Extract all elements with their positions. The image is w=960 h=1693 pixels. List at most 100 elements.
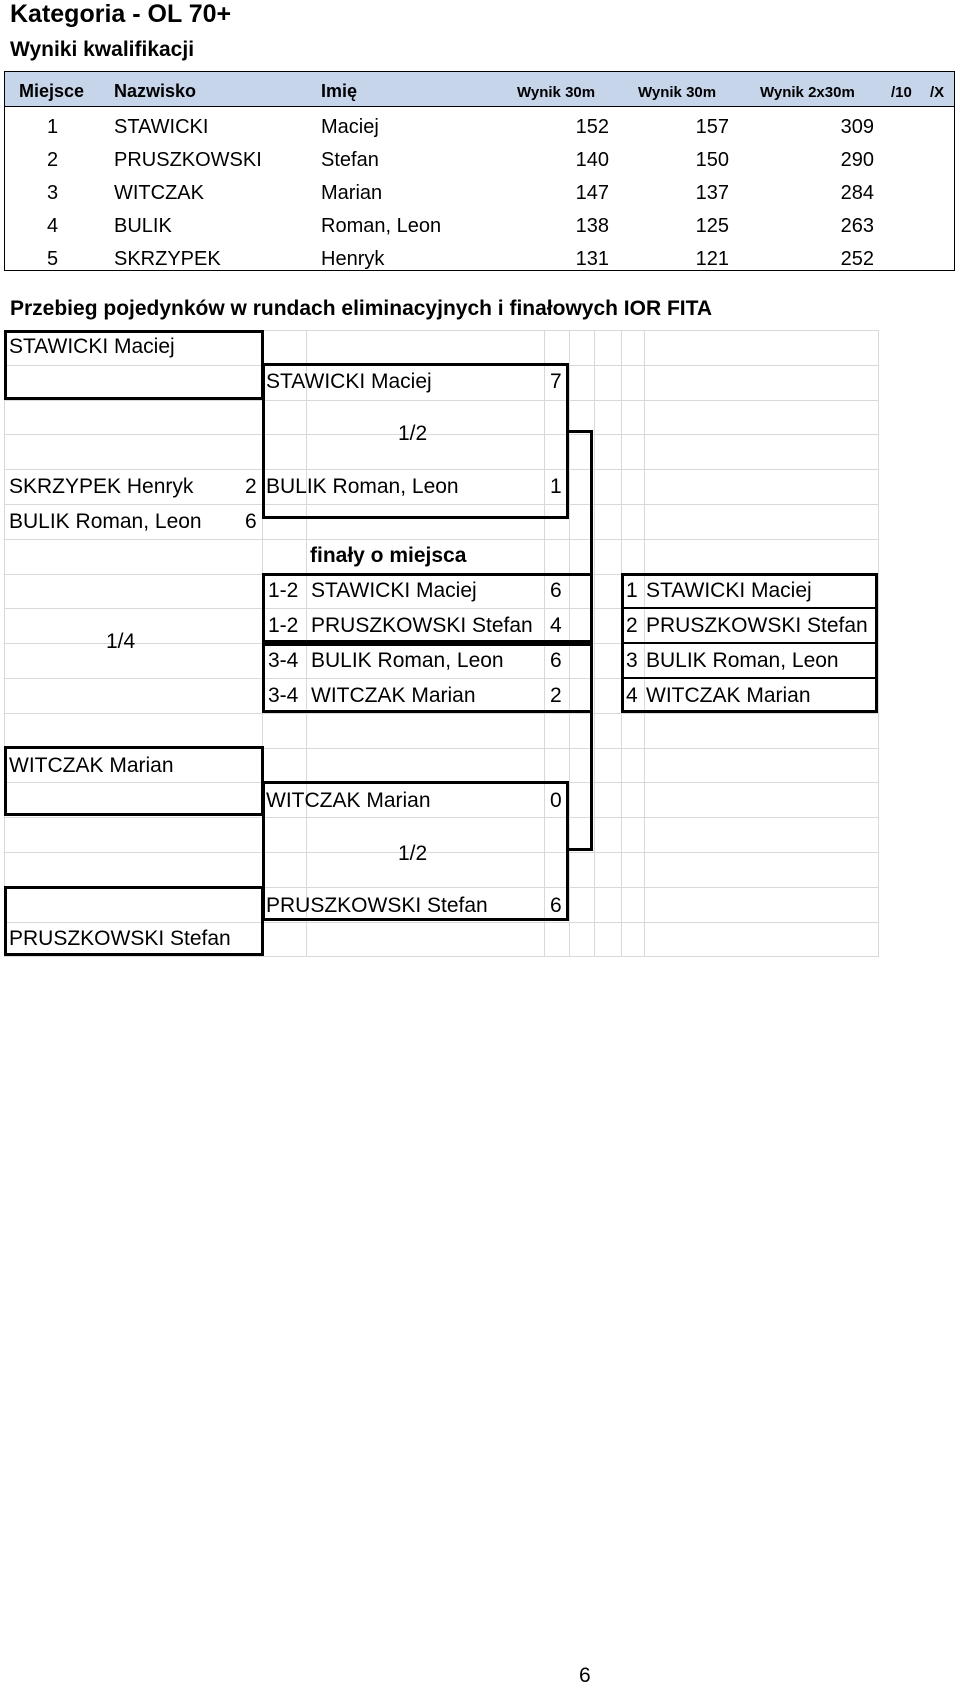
semi-top-score: 7 xyxy=(550,370,562,393)
table-cell-surname: WITCZAK xyxy=(114,182,204,204)
seed1-name: STAWICKI Maciej xyxy=(9,335,175,358)
semi-bottom-label: 1/2 xyxy=(398,842,428,865)
final-row-2-score: 4 xyxy=(550,614,562,637)
table-cell-name: Henryk xyxy=(321,248,385,270)
table-cell-s2: 121 xyxy=(695,248,729,270)
standings-divider-1 xyxy=(621,607,878,609)
final-row-3-name: BULIK Roman, Leon xyxy=(311,649,504,672)
table-cell-total: 263 xyxy=(840,215,874,237)
finals-heading: finały o miejsca xyxy=(310,544,467,567)
table-cell-name: Maciej xyxy=(321,116,379,138)
final-row-4-score: 2 xyxy=(550,684,562,707)
header-score2: Wynik 30m xyxy=(638,84,717,101)
connector-bottom xyxy=(566,848,593,851)
table-cell-place: 3 xyxy=(47,182,59,204)
standing-3-place: 3 xyxy=(626,649,638,672)
table-cell-s1: 131 xyxy=(575,248,609,270)
standings-divider-2 xyxy=(621,642,878,644)
table-cell-surname: SKRZYPEK xyxy=(114,248,221,270)
gridline xyxy=(4,400,878,401)
quarterfinal-label: 1/4 xyxy=(106,630,136,653)
table-cell-s1: 147 xyxy=(575,182,609,204)
qualification-title: Wyniki kwalifikacji xyxy=(10,38,195,61)
gridline xyxy=(594,330,595,957)
header-name: Imię xyxy=(321,81,358,101)
table-cell-place: 2 xyxy=(47,149,59,171)
qualification-table: Miejsce Nazwisko Imię Wynik 30m Wynik 30… xyxy=(4,71,955,271)
gridline xyxy=(4,504,878,505)
standing-2-name: PRUSZKOWSKI Stefan xyxy=(646,614,868,637)
semi-top-name: STAWICKI Maciej xyxy=(266,370,432,393)
seed2-name: PRUSZKOWSKI Stefan xyxy=(9,927,231,950)
table-cell-surname: BULIK xyxy=(114,215,172,237)
final-row-4-name: WITCZAK Marian xyxy=(311,684,476,707)
table-cell-s2: 137 xyxy=(695,182,729,204)
gridline xyxy=(4,330,878,331)
final-row-1-name: STAWICKI Maciej xyxy=(311,579,477,602)
final-row-4-place: 3-4 xyxy=(268,684,299,707)
final-row-3-place: 3-4 xyxy=(268,649,299,672)
final-3-4-box xyxy=(262,643,593,713)
standing-4-name: WITCZAK Marian xyxy=(646,684,811,707)
gridline xyxy=(4,469,878,470)
standing-2-place: 2 xyxy=(626,614,638,637)
table-cell-s1: 152 xyxy=(575,116,609,138)
semi-top-box xyxy=(262,363,569,519)
gridline xyxy=(878,330,879,957)
gridline xyxy=(4,678,878,679)
semi-top-label: 1/2 xyxy=(398,422,428,445)
table-cell-total: 290 xyxy=(840,149,874,171)
header-tens: /10 xyxy=(891,84,912,101)
final-1-2-box xyxy=(262,573,593,643)
semi-top-opp-score: 1 xyxy=(550,475,562,498)
gridline xyxy=(4,748,878,749)
header-total: Wynik 2x30m xyxy=(760,84,855,101)
table-cell-s1: 140 xyxy=(575,149,609,171)
table-cell-place: 1 xyxy=(47,116,59,138)
table-cell-surname: STAWICKI xyxy=(114,116,209,138)
semi-top-opp-name: BULIK Roman, Leon xyxy=(266,475,459,498)
final-row-2-name: PRUSZKOWSKI Stefan xyxy=(311,614,533,637)
table-cell-surname: PRUSZKOWSKI xyxy=(114,149,262,171)
table-cell-name: Roman, Leon xyxy=(321,215,442,237)
table-cell-place: 4 xyxy=(47,215,59,237)
gridline xyxy=(4,817,878,818)
standing-1-name: STAWICKI Maciej xyxy=(646,579,812,602)
semi-bottom-box xyxy=(262,781,569,921)
standing-1-place: 1 xyxy=(626,579,638,602)
table-header: Miejsce Nazwisko Imię Wynik 30m Wynik 30… xyxy=(5,72,954,107)
table-cell-name: Marian xyxy=(321,182,383,204)
match-a-score: 2 xyxy=(245,475,257,498)
gridline xyxy=(4,852,878,853)
gridline xyxy=(4,608,878,609)
table-cell-s2: 125 xyxy=(695,215,729,237)
table-cell-place: 5 xyxy=(47,248,59,270)
final-row-1-score: 6 xyxy=(550,579,562,602)
connector-top xyxy=(566,430,593,433)
category-title: Kategoria - OL 70+ xyxy=(10,0,232,28)
match-b-score: 6 xyxy=(245,510,257,533)
bracket-title: Przebieg pojedynków w rundach eliminacyj… xyxy=(10,297,713,320)
gridline xyxy=(4,887,878,888)
table-cell-total: 252 xyxy=(840,248,874,270)
page-number: 6 xyxy=(579,1664,591,1687)
header-surname: Nazwisko xyxy=(114,81,197,101)
semi-bottom-name: WITCZAK Marian xyxy=(266,789,431,812)
gridline xyxy=(4,434,878,435)
table-cell-s1: 138 xyxy=(575,215,609,237)
match-a-name: SKRZYPEK Henryk xyxy=(9,475,194,498)
table-cell-s2: 157 xyxy=(695,116,729,138)
match-b-name: BULIK Roman, Leon xyxy=(9,510,202,533)
table-cell-name: Stefan xyxy=(321,149,379,171)
standings-divider-3 xyxy=(621,677,878,679)
gridline xyxy=(4,330,5,957)
semi-bottom-opp-name: PRUSZKOWSKI Stefan xyxy=(266,894,488,917)
standing-4-place: 4 xyxy=(626,684,638,707)
semi-bottom-score: 0 xyxy=(550,789,562,812)
header-place: Miejsce xyxy=(19,81,85,101)
final-row-2-place: 1-2 xyxy=(268,614,299,637)
gridline xyxy=(4,713,878,714)
seed2-box xyxy=(4,886,264,956)
header-score1: Wynik 30m xyxy=(517,84,596,101)
standing-3-name: BULIK Roman, Leon xyxy=(646,649,839,672)
